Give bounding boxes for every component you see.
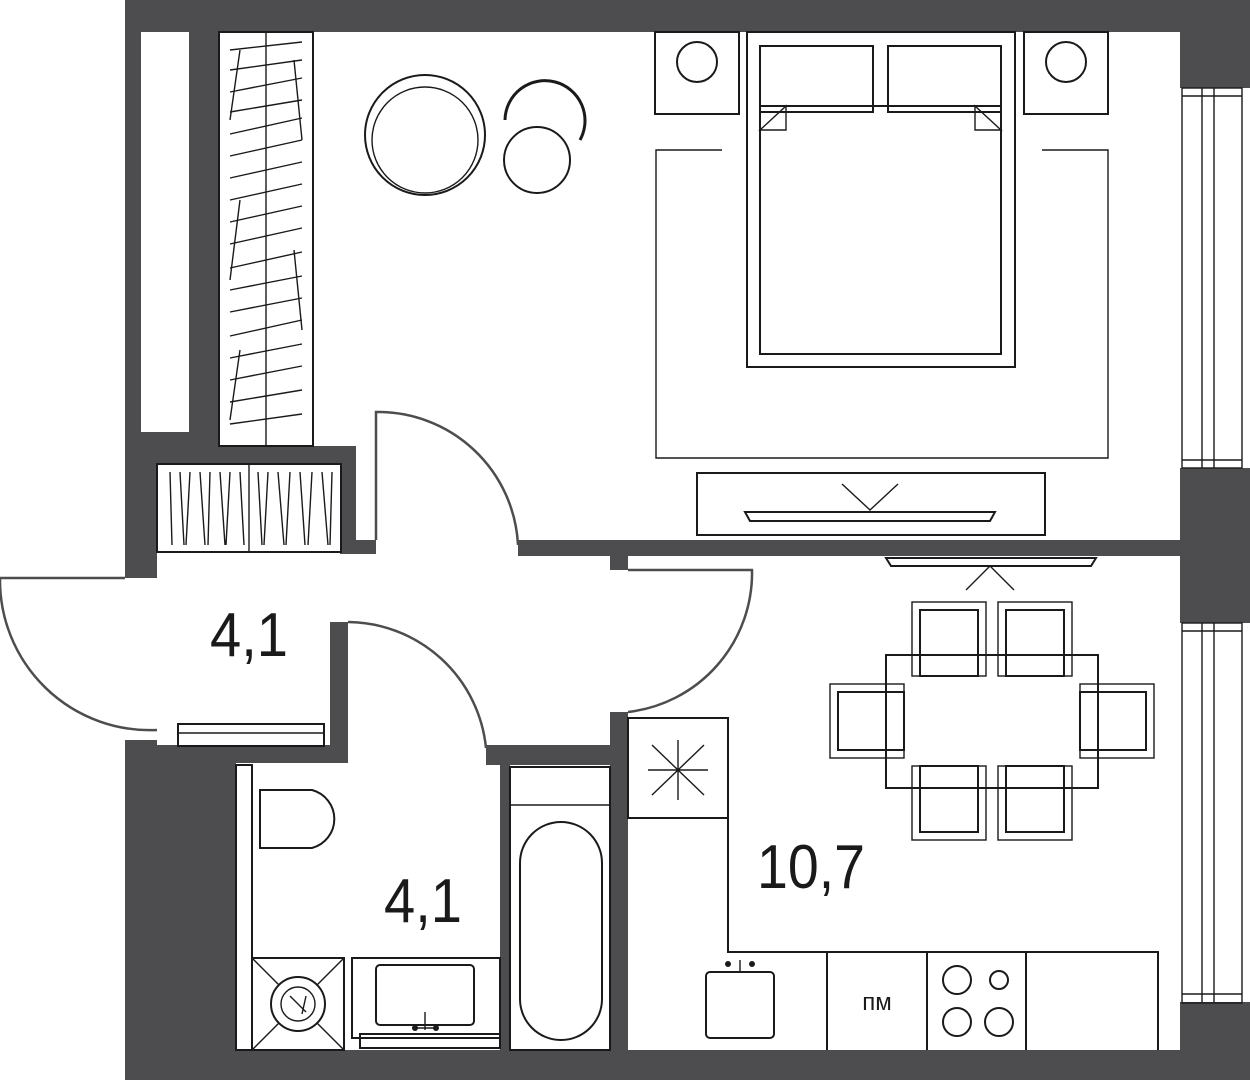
fridge-icon bbox=[627, 717, 729, 819]
kitchen-area-label: 10,7 bbox=[757, 833, 865, 902]
walls bbox=[125, 0, 1250, 1080]
bench-icon bbox=[177, 723, 325, 747]
dishwasher-icon: пм bbox=[862, 989, 892, 1016]
washing-machine-icon bbox=[251, 957, 345, 1051]
door-icon bbox=[0, 410, 754, 749]
bed-icon bbox=[654, 31, 1109, 459]
toilet-icon bbox=[235, 764, 336, 1051]
wardrobe-icon bbox=[218, 31, 314, 447]
window-icon bbox=[1181, 622, 1243, 1004]
dining-table-icon bbox=[829, 601, 1155, 841]
hallway-area-label: 4,1 bbox=[210, 601, 288, 670]
bathroom-area-label: 4,1 bbox=[384, 867, 462, 936]
kitchen-counter bbox=[727, 818, 1159, 1050]
tv-icon bbox=[884, 557, 1098, 591]
shoe-rack-icon bbox=[156, 463, 342, 553]
bathtub-icon bbox=[509, 766, 611, 1051]
stove-icon bbox=[942, 965, 1014, 1037]
sink-icon bbox=[351, 957, 501, 1049]
armchair-icon bbox=[364, 74, 587, 196]
window-icon bbox=[1181, 87, 1243, 469]
tv-icon bbox=[696, 472, 1046, 536]
dishwasher-label: пм bbox=[862, 989, 892, 1016]
kitchen-sink-icon bbox=[705, 960, 775, 1039]
